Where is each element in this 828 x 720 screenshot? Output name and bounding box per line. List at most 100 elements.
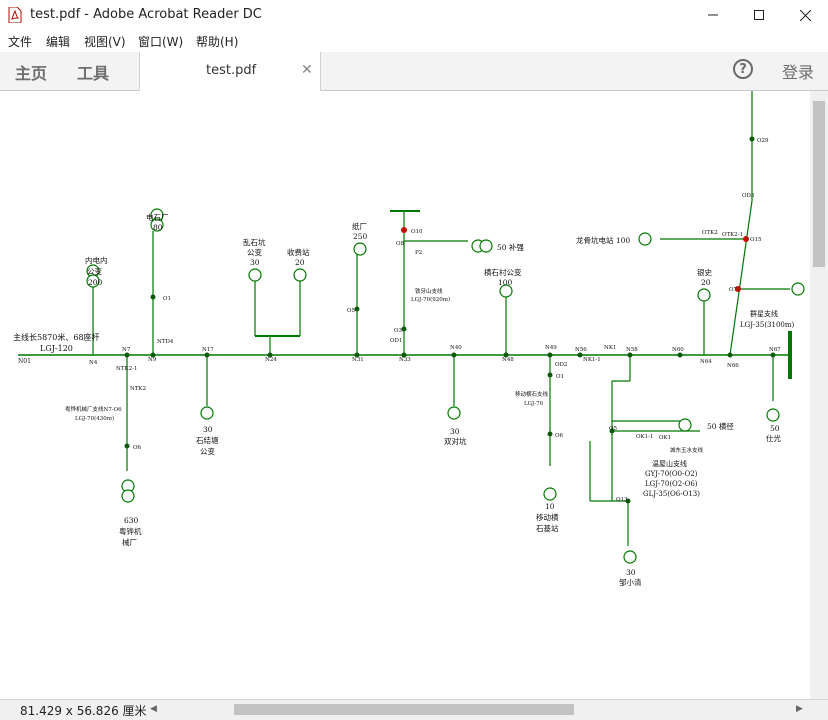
menu-file[interactable]: 文件	[8, 35, 33, 49]
svg-text:石基站: 石基站	[536, 523, 559, 533]
svg-text:GYJ-70(O0-O2): GYJ-70(O0-O2)	[645, 470, 698, 478]
title-bar: test.pdf - Adobe Acrobat Reader DC	[0, 0, 828, 30]
svg-text:LGJ-35(3100m): LGJ-35(3100m)	[740, 321, 795, 329]
vertical-scroll-thumb[interactable]	[813, 101, 825, 267]
svg-text:NTD4: NTD4	[157, 339, 174, 345]
svg-text:N40: N40	[450, 345, 462, 351]
svg-text:GLJ-35(O6-O13): GLJ-35(O6-O13)	[643, 490, 700, 498]
page-size-readout: 81.429 x 56.826 厘米	[20, 704, 147, 718]
svg-text:N9: N9	[148, 357, 157, 363]
svg-text:内电内: 内电内	[85, 255, 108, 265]
svg-text:粤铧机: 粤铧机	[119, 526, 142, 536]
menu-view[interactable]: 视图(V)	[84, 35, 126, 49]
svg-text:LGJ-120: LGJ-120	[40, 344, 73, 353]
svg-text:铁牙山支线: 铁牙山支线	[415, 287, 443, 295]
svg-text:O1: O1	[556, 374, 564, 380]
svg-text:30: 30	[626, 568, 636, 577]
login-button[interactable]: 登录	[782, 63, 815, 82]
svg-text:20: 20	[295, 258, 305, 267]
svg-text:O7: O7	[729, 287, 738, 293]
pdf-file-icon	[8, 7, 22, 23]
minimize-icon	[708, 14, 718, 16]
horizontal-scroll-thumb[interactable]	[234, 704, 574, 715]
document-view[interactable]: 主线长5870米、68座杆 LGJ-120 N01 内电内 公变 公变 200 …	[0, 91, 810, 699]
maximize-button[interactable]	[736, 0, 782, 30]
svg-text:NTK2: NTK2	[130, 386, 146, 392]
status-bar: 81.429 x 56.826 厘米 ◀ ▶	[0, 699, 828, 720]
svg-text:50: 50	[770, 424, 780, 433]
svg-text:10: 10	[545, 502, 555, 511]
svg-text:N01: N01	[18, 358, 31, 365]
svg-text:50 横径: 50 横径	[707, 421, 734, 431]
svg-text:80: 80	[153, 223, 163, 232]
svg-text:N24: N24	[265, 357, 277, 363]
svg-text:乱石坑: 乱石坑	[243, 237, 266, 247]
window-title: test.pdf - Adobe Acrobat Reader DC	[30, 7, 262, 22]
svg-text:主线长5870米、68座杆: 主线长5870米、68座杆	[13, 332, 100, 342]
svg-text:N56: N56	[575, 347, 587, 353]
svg-text:100: 100	[498, 278, 513, 287]
svg-text:公变: 公变	[87, 266, 102, 276]
svg-text:30: 30	[450, 427, 460, 436]
svg-text:纸厂: 纸厂	[352, 221, 367, 231]
svg-text:O3: O3	[394, 328, 403, 334]
svg-text:250: 250	[353, 232, 368, 241]
svg-text:公变: 公变	[200, 446, 215, 456]
svg-text:O8: O8	[396, 241, 405, 247]
tab-close-icon[interactable]: ✕	[301, 62, 313, 78]
menu-edit[interactable]: 编辑	[46, 35, 71, 49]
horizontal-scrollbar[interactable]: ◀ ▶	[146, 702, 810, 717]
svg-text:N67: N67	[769, 347, 781, 353]
svg-text:LGJ-70(920m): LGJ-70(920m)	[411, 296, 450, 303]
tab-toolbar: 主页 工具 test.pdf ✕ ? 登录	[0, 52, 828, 91]
document-tab-title: test.pdf	[206, 63, 257, 78]
svg-text:N49: N49	[545, 345, 557, 351]
svg-text:200: 200	[88, 278, 103, 287]
svg-text:收费站: 收费站	[287, 247, 310, 257]
svg-text:粤铧机械厂支线N7-O6: 粤铧机械厂支线N7-O6	[65, 405, 122, 413]
close-button[interactable]	[782, 0, 828, 30]
svg-text:公变: 公变	[247, 247, 262, 257]
scroll-left-icon[interactable]: ◀	[150, 704, 157, 714]
svg-text:群星支线: 群星支线	[750, 309, 778, 318]
menu-help[interactable]: 帮助(H)	[196, 35, 239, 49]
svg-text:P2: P2	[415, 250, 422, 256]
svg-text:NTK2-1: NTK2-1	[116, 366, 137, 372]
tab-document[interactable]: test.pdf ✕	[139, 52, 321, 91]
svg-text:OD1: OD1	[390, 338, 402, 344]
svg-text:N58: N58	[626, 347, 638, 353]
svg-text:银史: 银史	[697, 267, 712, 277]
svg-text:O6: O6	[133, 445, 142, 451]
svg-text:30: 30	[203, 425, 213, 434]
svg-text:O1: O1	[163, 296, 171, 302]
svg-text:O5: O5	[609, 426, 618, 432]
svg-text:邹小清: 邹小清	[619, 577, 642, 587]
vertical-scrollbar[interactable]	[810, 91, 828, 699]
help-icon[interactable]: ?	[733, 59, 753, 79]
closed-switch-o15	[743, 236, 749, 242]
svg-text:630: 630	[124, 516, 139, 525]
svg-text:50 补强: 50 补强	[497, 242, 524, 252]
svg-text:双对坑: 双对坑	[444, 436, 467, 446]
svg-text:N66: N66	[727, 363, 739, 369]
svg-text:O29: O29	[757, 138, 769, 144]
tab-home[interactable]: 主页	[15, 64, 48, 83]
svg-text:移动横石支线: 移动横石支线	[515, 390, 549, 398]
svg-text:OD3: OD3	[742, 193, 755, 199]
maximize-icon	[754, 10, 764, 20]
svg-text:N48: N48	[502, 357, 514, 363]
close-icon	[799, 9, 811, 21]
svg-text:LGJ-70(430m): LGJ-70(430m)	[75, 415, 114, 422]
svg-text:OD2: OD2	[555, 362, 567, 368]
closed-switch-o10	[401, 227, 407, 233]
svg-text:N17: N17	[202, 347, 214, 353]
menu-window[interactable]: 窗口(W)	[138, 35, 184, 49]
svg-text:石结塘: 石结塘	[196, 435, 219, 445]
tab-tools[interactable]: 工具	[77, 64, 110, 83]
scroll-right-icon[interactable]: ▶	[796, 704, 803, 714]
minimize-button[interactable]	[690, 0, 736, 30]
svg-text:LGJ-70: LGJ-70	[524, 401, 544, 407]
svg-text:OK1: OK1	[659, 435, 671, 441]
svg-text:OK1-1: OK1-1	[636, 434, 653, 440]
svg-text:仕光: 仕光	[766, 433, 781, 443]
